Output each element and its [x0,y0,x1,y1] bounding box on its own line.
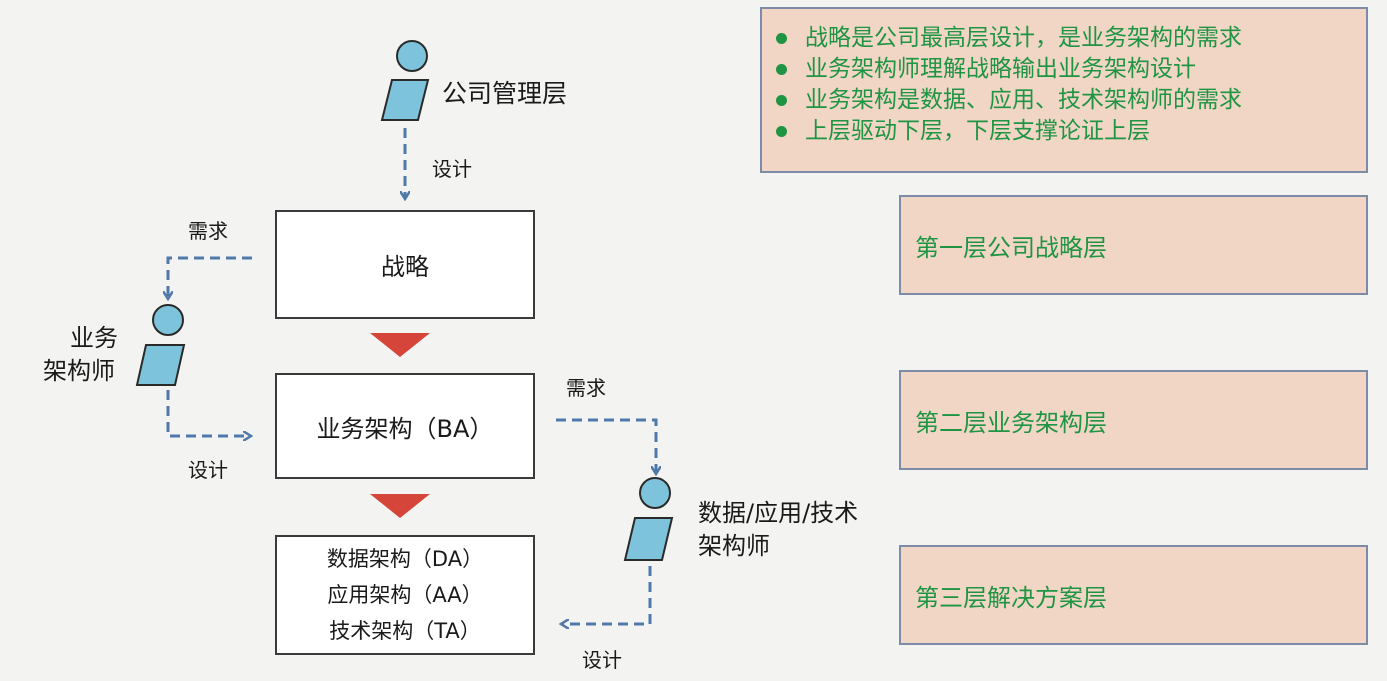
down-triangle-2 [370,494,430,518]
application-architecture-label: 应用架构（AA） [327,583,483,607]
strategy-label: 战略 [381,253,429,281]
solution-architect-person-icon [623,477,674,561]
design-label-top: 设计 [432,157,472,181]
down-triangle-1 [370,333,430,357]
need-label-right: 需求 [566,376,606,400]
solution-architect-label-line2: 架构师 [698,532,770,560]
design-arrow-left [166,390,250,436]
layer-label-strategy: 第一层公司战略层 [915,233,1107,262]
layer-panel-strategy: 第一层公司战略层 [899,195,1368,295]
business-architecture-box: 业务架构（BA） [275,373,535,479]
bullet-dot-icon [776,126,787,137]
design-label-left: 设计 [188,458,228,482]
business-architect-label-line2: 架构师 [43,357,115,385]
note-item: 业务架构师理解战略输出业务架构设计 [776,54,1366,85]
bullet-dot-icon [776,95,787,106]
layer-label-solution: 第三层解决方案层 [915,583,1107,612]
design-label-bottom: 设计 [582,648,622,672]
note-item: 业务架构是数据、应用、技术架构师的需求 [776,85,1366,116]
layer-panel-business: 第二层业务架构层 [899,370,1368,470]
note-text: 战略是公司最高层设计，是业务架构的需求 [805,25,1242,51]
design-arrow-bottom [562,566,652,624]
need-connector-left [168,256,252,298]
need-connector-right [556,418,656,473]
layer-label-business: 第二层业务架构层 [915,408,1107,437]
technology-architecture-label: 技术架构（TA） [329,619,481,643]
solution-architecture-box: 数据架构（DA） 应用架构（AA） 技术架构（TA） [275,535,535,655]
notes-panel: 战略是公司最高层设计，是业务架构的需求 业务架构师理解战略输出业务架构设计 业务… [760,7,1368,173]
solution-architect-label-line1: 数据/应用/技术 [698,499,859,527]
note-item: 战略是公司最高层设计，是业务架构的需求 [776,23,1366,54]
note-text: 业务架构是数据、应用、技术架构师的需求 [805,87,1242,113]
note-text: 上层驱动下层，下层支撑论证上层 [805,118,1150,144]
management-label: 公司管理层 [442,79,568,108]
strategy-box: 战略 [275,210,535,319]
bullet-dot-icon [776,33,787,44]
business-architect-person-icon [135,304,186,386]
data-architecture-label: 数据架构（DA） [326,547,484,571]
notes-list: 战略是公司最高层设计，是业务架构的需求 业务架构师理解战略输出业务架构设计 业务… [762,9,1366,147]
solution-architect-label: 数据/应用/技术 架构师 [698,497,858,563]
layer-panel-solution: 第三层解决方案层 [899,545,1368,645]
note-text: 业务架构师理解战略输出业务架构设计 [805,56,1196,82]
management-person-icon [380,40,430,121]
need-label-left: 需求 [188,219,228,243]
note-item: 上层驱动下层，下层支撑论证上层 [776,116,1366,147]
business-architect-label: 业务 架构师 [40,322,118,388]
bullet-dot-icon [776,64,787,75]
business-architecture-label: 业务架构（BA） [316,414,494,443]
business-architect-label-line1: 业务 [70,324,118,352]
